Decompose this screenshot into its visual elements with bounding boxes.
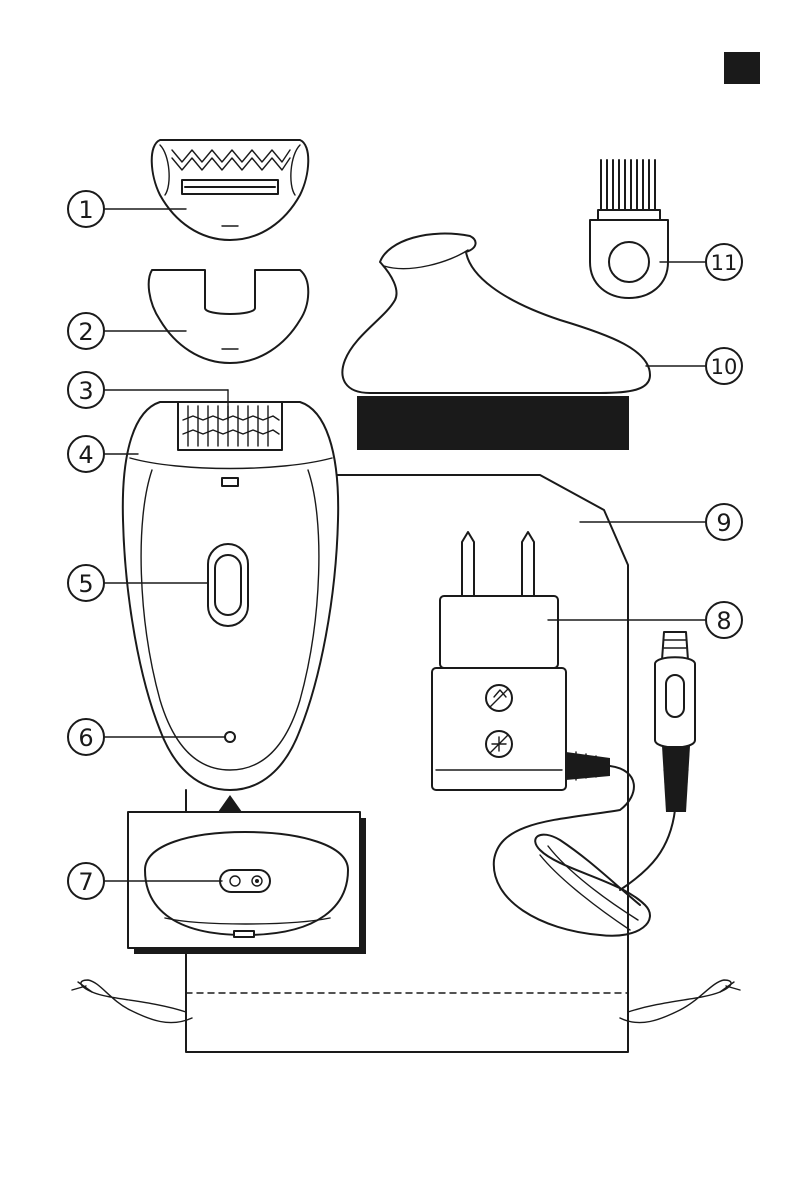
callout-4: 4 — [68, 436, 104, 472]
epilator-appliance — [123, 402, 338, 790]
callout-10-label: 10 — [711, 355, 738, 379]
callout-9-label: 9 — [716, 509, 731, 537]
callout-6: 6 — [68, 719, 104, 755]
callout-11: 11 — [706, 244, 742, 280]
no-bath-icon — [486, 731, 512, 757]
socket-inset — [128, 795, 366, 954]
epilating-cap — [152, 140, 309, 240]
callout-10: 10 — [706, 348, 742, 384]
callout-5: 5 — [68, 565, 104, 601]
callout-3: 3 — [68, 372, 104, 408]
page-marker — [724, 52, 760, 84]
callout-7-label: 7 — [78, 868, 93, 896]
skin-contact-cap — [149, 270, 309, 363]
callout-9: 9 — [706, 504, 742, 540]
callout-3-label: 3 — [78, 377, 93, 405]
callout-2-label: 2 — [78, 318, 93, 346]
callout-1-label: 1 — [78, 196, 93, 224]
callout-8: 8 — [706, 602, 742, 638]
charging-light — [225, 732, 235, 742]
power-adapter — [432, 532, 695, 936]
callout-11-label: 11 — [711, 251, 738, 275]
callout-6-label: 6 — [78, 724, 93, 752]
no-shower-icon — [486, 685, 512, 711]
callout-1: 1 — [68, 191, 104, 227]
callout-8-label: 8 — [716, 607, 731, 635]
callout-7: 7 — [68, 863, 104, 899]
callout-4-label: 4 — [78, 441, 93, 469]
callout-5-label: 5 — [78, 570, 93, 598]
cleaning-brush-small — [590, 160, 668, 298]
callout-2: 2 — [68, 313, 104, 349]
